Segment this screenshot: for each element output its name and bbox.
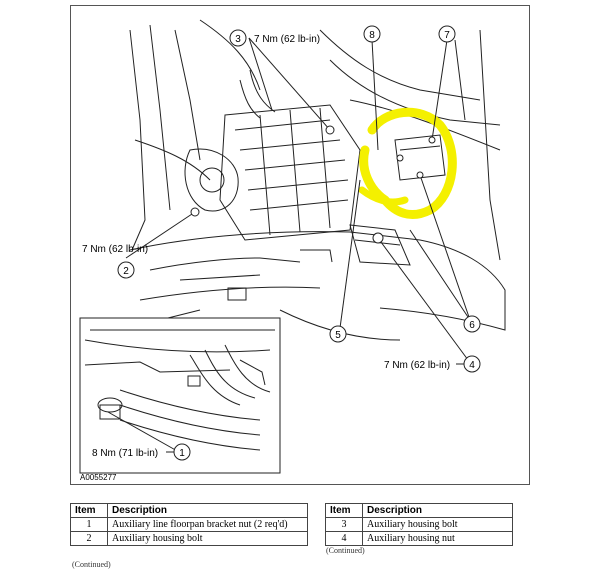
callout-7: 7 bbox=[438, 25, 456, 43]
fastener-markers bbox=[190, 125, 436, 244]
callout-3-torque: 7 Nm (62 lb-in) bbox=[254, 34, 320, 45]
item-description: Auxiliary housing bolt bbox=[107, 531, 308, 546]
highlight-marker bbox=[359, 107, 457, 219]
callout-7-number: 7 bbox=[444, 30, 450, 41]
table-row: 3 Auxiliary housing bolt bbox=[325, 517, 513, 532]
column-header-item: Item bbox=[325, 503, 363, 518]
callout-5: 5 bbox=[329, 325, 347, 343]
continued-note-right: (Continued) bbox=[326, 546, 365, 555]
callout-1-torque: 8 Nm (71 lb-in) bbox=[92, 448, 158, 459]
callout-4-torque: 7 Nm (62 lb-in) bbox=[384, 360, 450, 371]
callout-8-number: 8 bbox=[369, 30, 375, 41]
column-header-description: Description bbox=[362, 503, 513, 518]
callout-8: 8 bbox=[363, 25, 381, 43]
leader-lines bbox=[107, 37, 472, 453]
vehicle-body-lineart bbox=[129, 19, 506, 341]
callout-1: 8 Nm (71 lb-in) 1 bbox=[92, 443, 191, 461]
callout-3-number: 3 bbox=[235, 34, 241, 45]
table-row: 4 Auxiliary housing nut bbox=[325, 531, 513, 546]
item-description: Auxiliary housing bolt bbox=[362, 517, 513, 532]
item-number: 3 bbox=[325, 517, 363, 532]
callout-2: 7 Nm (62 lb-in) 2 bbox=[82, 244, 148, 279]
callout-group: 3 7 Nm (62 lb-in) 8 7 7 Nm (62 lb-in) 2 … bbox=[82, 25, 481, 461]
column-header-description: Description bbox=[107, 503, 308, 518]
callout-4: 7 Nm (62 lb-in) 4 bbox=[384, 355, 481, 373]
callout-2-number: 2 bbox=[123, 266, 129, 277]
table-row: 2 Auxiliary housing bolt bbox=[70, 531, 308, 546]
callout-2-torque: 7 Nm (62 lb-in) bbox=[82, 244, 148, 255]
item-number: 4 bbox=[325, 531, 363, 546]
callout-1-number: 1 bbox=[179, 448, 185, 459]
figure-id: A0055277 bbox=[80, 473, 117, 482]
item-number: 1 bbox=[70, 517, 108, 532]
item-number: 2 bbox=[70, 531, 108, 546]
callout-3: 3 7 Nm (62 lb-in) bbox=[229, 29, 320, 47]
item-table-right: Item Description 3 Auxiliary housing bol… bbox=[325, 503, 513, 546]
callout-6: 6 bbox=[463, 315, 481, 333]
callout-5-number: 5 bbox=[335, 330, 341, 341]
item-table-left: Item Description 1 Auxiliary line floorp… bbox=[70, 503, 308, 546]
column-header-item: Item bbox=[70, 503, 108, 518]
item-description: Auxiliary line floorpan bracket nut (2 r… bbox=[107, 517, 308, 532]
table-row: 1 Auxiliary line floorpan bracket nut (2… bbox=[70, 517, 308, 532]
callout-6-number: 6 bbox=[469, 320, 475, 331]
item-description: Auxiliary housing nut bbox=[362, 531, 513, 546]
highlight-marker-lower bbox=[358, 186, 409, 206]
callout-4-number: 4 bbox=[469, 360, 475, 371]
continued-note-left: (Continued) bbox=[72, 560, 111, 569]
